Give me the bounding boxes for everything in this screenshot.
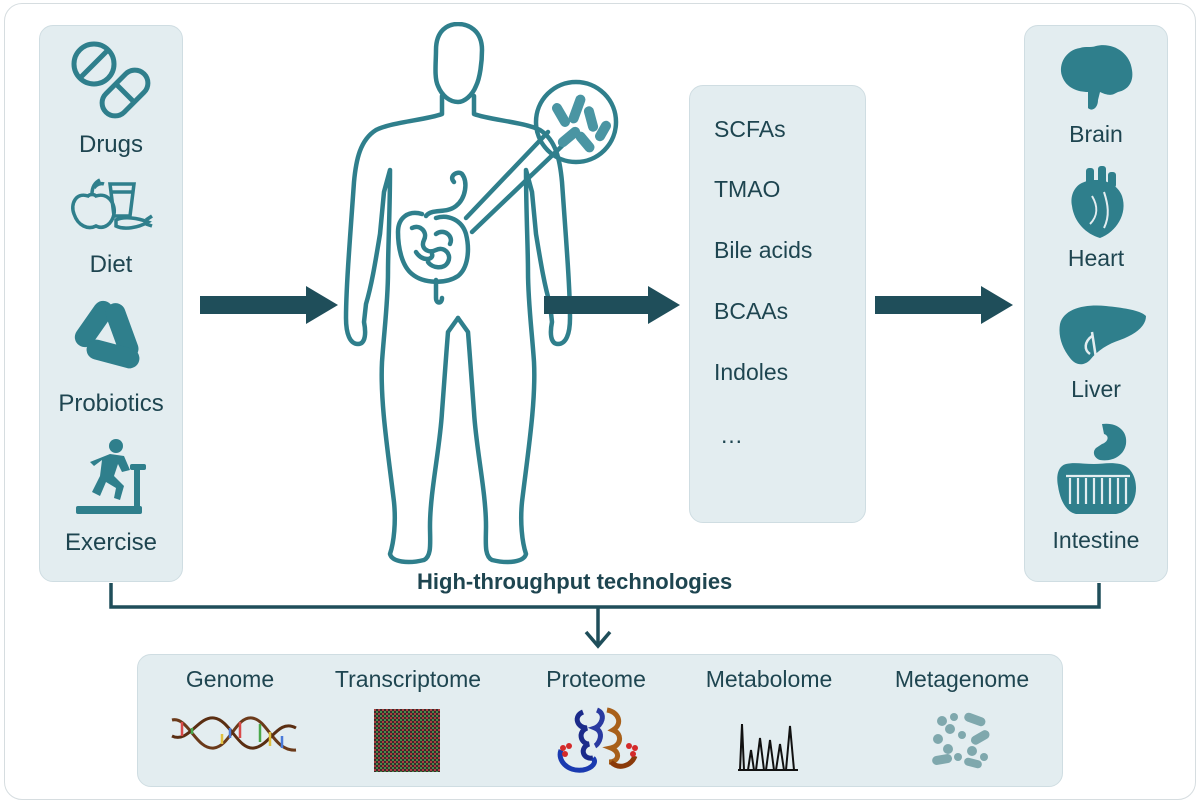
microbes-icon (932, 712, 990, 769)
tech-label-transcriptome: Transcriptome (334, 666, 482, 692)
microarray-icon (374, 709, 440, 772)
heart-icon (1071, 166, 1124, 238)
protein-structure-icon (557, 707, 638, 773)
arrow-right-3 (875, 286, 1013, 324)
intestine-icon (1057, 423, 1136, 514)
metabolite-bile-acids: Bile acids (714, 237, 813, 263)
pill-capsule-icon (71, 41, 151, 119)
dna-helix-icon (171, 716, 297, 752)
human-body-icon (343, 22, 619, 565)
input-label-drugs: Drugs (78, 131, 144, 158)
organ-label-intestine: Intestine (1052, 527, 1140, 553)
input-label-probiotics: Probiotics (58, 390, 164, 417)
tech-label-genome: Genome (185, 666, 275, 692)
metabolite-ellipsis: … (720, 422, 743, 448)
metabolite-indoles: Indoles (714, 359, 789, 385)
metabolites-panel (689, 85, 866, 523)
tech-label-metabolome: Metabolome (705, 666, 833, 692)
organ-label-brain: Brain (1069, 121, 1123, 147)
technologies-title: High-throughput technologies (417, 569, 733, 594)
bacteria-icon (74, 300, 140, 369)
organ-label-liver: Liver (1071, 376, 1121, 402)
brain-icon (1060, 45, 1133, 110)
arrow-right-1 (200, 286, 338, 324)
spectrum-peaks-icon (738, 723, 798, 771)
treadmill-icon (76, 439, 146, 514)
input-label-exercise: Exercise (64, 529, 158, 556)
food-icon (71, 178, 153, 230)
tech-label-proteome: Proteome (546, 666, 646, 692)
arrow-right-2 (544, 286, 680, 324)
metabolite-bcaas: BCAAs (714, 298, 789, 324)
liver-icon (1059, 305, 1146, 365)
tech-label-metagenome: Metagenome (894, 666, 1030, 692)
metabolite-scfas: SCFAs (714, 116, 786, 142)
organ-label-heart: Heart (1067, 245, 1125, 271)
metabolite-tmao: TMAO (714, 176, 781, 202)
input-label-diet: Diet (89, 251, 133, 278)
